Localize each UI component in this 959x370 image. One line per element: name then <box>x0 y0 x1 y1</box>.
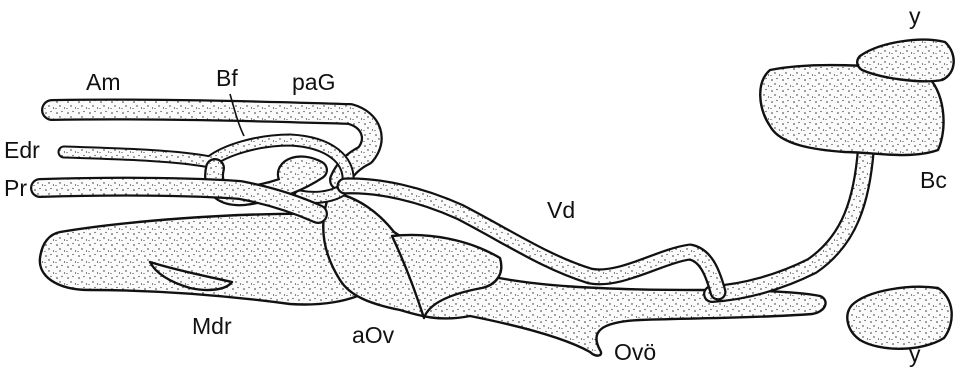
label-ovo: Ovö <box>614 339 656 365</box>
label-aov: aOv <box>352 322 395 348</box>
label-y-bottom: y <box>909 341 921 367</box>
label-y-top: y <box>909 3 921 29</box>
label-bf: Bf <box>216 65 238 91</box>
label-am: Am <box>86 69 121 95</box>
y-bottom-body <box>847 287 951 349</box>
label-pag: paG <box>292 69 335 95</box>
pr-duct-fill <box>40 187 318 214</box>
label-mdr: Mdr <box>192 313 232 339</box>
label-pr: Pr <box>4 175 27 201</box>
label-vd: Vd <box>547 197 575 223</box>
bc-stalk-fill <box>712 148 866 294</box>
label-bc: Bc <box>920 167 947 193</box>
label-edr: Edr <box>4 137 40 163</box>
